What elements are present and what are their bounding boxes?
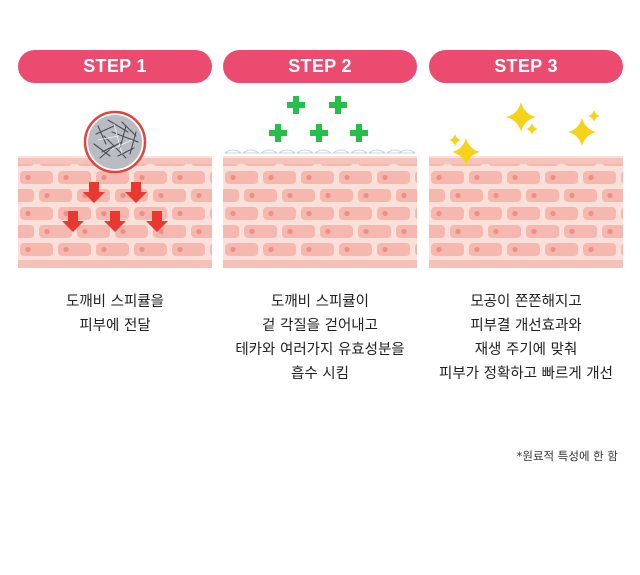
arrow-down-icons (62, 182, 168, 232)
spicule-ball-icon (83, 110, 147, 174)
step-2-badge: STEP 2 (223, 50, 417, 83)
step-3-description: 모공이 쫀쫀해지고 피부결 개선효과와 재생 주기에 맞춰 피부가 정확하고 빠… (439, 294, 613, 382)
step-3-badge: STEP 3 (429, 50, 623, 83)
footnote: *원료적 특성에 한 함 (516, 449, 618, 463)
step-3-skin-illustration (429, 102, 623, 268)
plus-icons (269, 96, 368, 142)
step-1-description: 도깨비 스피큘을 피부에 전달 (66, 294, 164, 334)
step-2-skin-illustration (223, 96, 417, 268)
step-1-skin-illustration (18, 110, 212, 268)
sparkle-icons (449, 102, 600, 166)
dead-skin-flakes (223, 149, 417, 154)
step-2-description: 도깨비 스피큘이 겉 각질을 걷어내고 테카와 여러가지 유효성분을 흡수 시킴 (235, 294, 405, 382)
step-1-badge: STEP 1 (18, 50, 212, 83)
